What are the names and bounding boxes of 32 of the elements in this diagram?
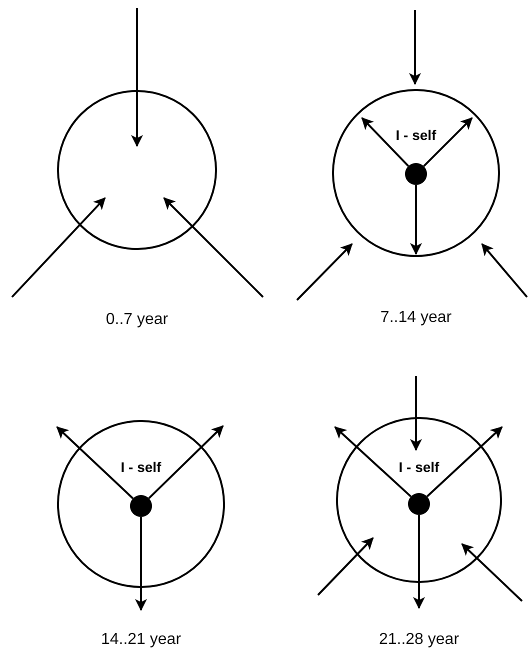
center-dot (408, 493, 430, 515)
circle (57, 420, 225, 588)
circle-label: I - self (120, 459, 162, 475)
circle (336, 417, 502, 583)
arrow (317, 537, 374, 596)
age-caption: 14..21 year (100, 631, 182, 649)
arrow (296, 243, 353, 301)
circle (57, 90, 217, 250)
arrow (426, 426, 503, 498)
arrow (11, 197, 106, 298)
age-caption: 0..7 year (106, 311, 168, 329)
arrow (361, 117, 410, 167)
arrow (410, 185, 422, 255)
arrow (334, 426, 412, 498)
center-dot (130, 495, 152, 517)
circle (332, 89, 500, 257)
circle-label: I - self (396, 127, 436, 143)
arrow (135, 517, 147, 611)
arrow (481, 243, 528, 298)
arrow (413, 515, 425, 609)
circle-label: I - self (398, 459, 440, 475)
arrow (56, 426, 134, 500)
arrow (410, 376, 422, 451)
center-dot (405, 163, 427, 185)
age-caption: 21..28 year (378, 631, 460, 649)
arrow (423, 117, 473, 167)
age-caption: 7..14 year (380, 309, 452, 327)
arrow (409, 10, 421, 85)
arrow (163, 197, 264, 298)
arrow (148, 425, 224, 500)
arrow (461, 543, 523, 602)
arrow (131, 8, 143, 147)
